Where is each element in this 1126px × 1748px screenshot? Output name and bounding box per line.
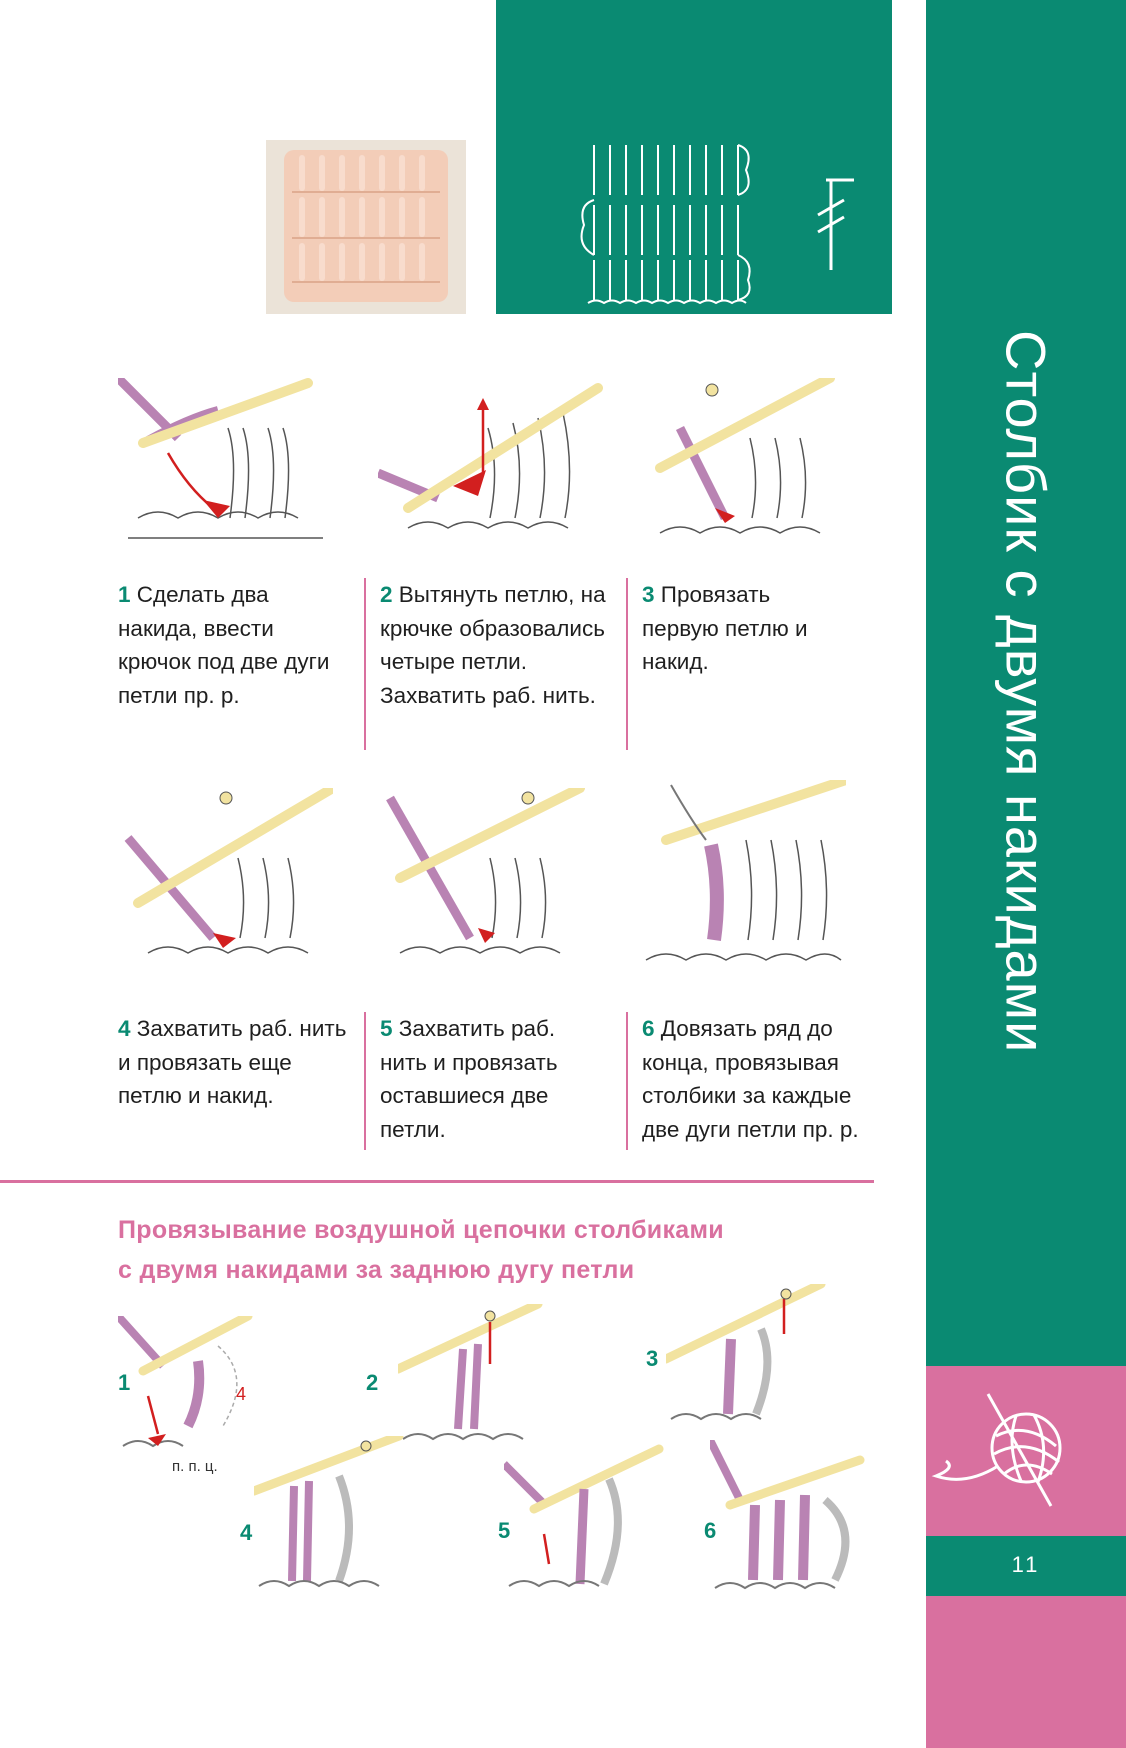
chain-step-6-label: 6 — [704, 1518, 717, 1543]
chain-step-5-label: 5 — [498, 1518, 511, 1543]
step-5-description: Захватить раб. нить и провязать оставшие… — [380, 1016, 558, 1142]
sidebar-icon-band — [926, 1366, 1126, 1536]
yarn-ball-icon — [931, 1393, 1062, 1507]
step-4-illustration — [124, 788, 333, 954]
step-1-description: Сделать два накида, ввести крючок под дв… — [118, 582, 330, 708]
column-divider — [364, 1012, 366, 1150]
sidebar-footer-band — [926, 1596, 1126, 1748]
step-2-description: Вытянуть петлю, на крючке образовались ч… — [380, 582, 606, 708]
chain-step-3-label: 3 — [646, 1346, 659, 1371]
step-4-description: Захватить раб. нить и провязать еще петл… — [118, 1016, 347, 1108]
page-number: 11 — [1011, 1552, 1041, 1577]
chain-step-4-illustration — [254, 1436, 404, 1588]
step-1-number: 1 — [118, 582, 131, 607]
swatch-photo — [266, 140, 466, 314]
step-4-text: 4 Захватить раб. нить и провязать еще пе… — [118, 1012, 353, 1113]
section-divider — [0, 1180, 874, 1183]
page-number-band — [926, 1536, 1126, 1596]
chain-step-3-illustration — [666, 1284, 826, 1421]
section-title-line-2: с двумя накидами за заднюю дугу петли — [118, 1256, 635, 1284]
step-3-description: Провязать первую петлю и накид. — [642, 582, 808, 674]
column-divider — [626, 578, 628, 750]
step-6-text: 6 Довязать ряд до конца, провязывая стол… — [642, 1012, 878, 1146]
chain-step-5-illustration — [504, 1444, 664, 1588]
chain-step-2-illustration — [398, 1304, 543, 1441]
chain-step-2-label: 2 — [366, 1370, 379, 1395]
column-divider — [364, 578, 366, 750]
page-title: Столбик с двумя накидами — [994, 330, 1058, 1054]
step-5-illustration — [386, 788, 585, 954]
section-title: Провязывание воздушной цепочки столбикам… — [118, 1210, 724, 1290]
step-5-number: 5 — [380, 1016, 393, 1041]
chain-step-6-illustration — [710, 1440, 865, 1590]
column-divider — [626, 1012, 628, 1150]
sidebar-title-band — [926, 0, 1126, 1366]
step-2-text: 2 Вытянуть петлю, на крючке образовались… — [380, 578, 620, 712]
step-4-number: 4 — [118, 1016, 131, 1041]
step-6-number: 6 — [642, 1016, 655, 1041]
step-2-number: 2 — [380, 582, 393, 607]
chain-step-1-illustration — [118, 1316, 253, 1448]
step-1-text: 1 Сделать два накида, ввести крючок под … — [118, 578, 333, 712]
chain-step-1-label: 1 — [118, 1370, 131, 1395]
loop-count-label: 4 — [236, 1384, 247, 1404]
step-6-illustration — [645, 780, 846, 961]
step-6-description: Довязать ряд до конца, провязывая столби… — [642, 1016, 859, 1142]
chain-label: п. п. ц. — [172, 1458, 218, 1475]
step-3-number: 3 — [642, 582, 655, 607]
step-5-text: 5 Захватить раб. нить и провязать оставш… — [380, 1012, 600, 1146]
step-1-illustration — [118, 378, 323, 539]
step-3-illustration — [655, 378, 835, 534]
step-2-illustration — [378, 383, 603, 529]
section-title-line-1: Провязывание воздушной цепочки столбикам… — [118, 1216, 724, 1244]
chain-step-4-label: 4 — [240, 1520, 253, 1545]
step-3-text: 3 Провязать первую петлю и накид. — [642, 578, 842, 679]
stitch-chart — [496, 0, 892, 314]
